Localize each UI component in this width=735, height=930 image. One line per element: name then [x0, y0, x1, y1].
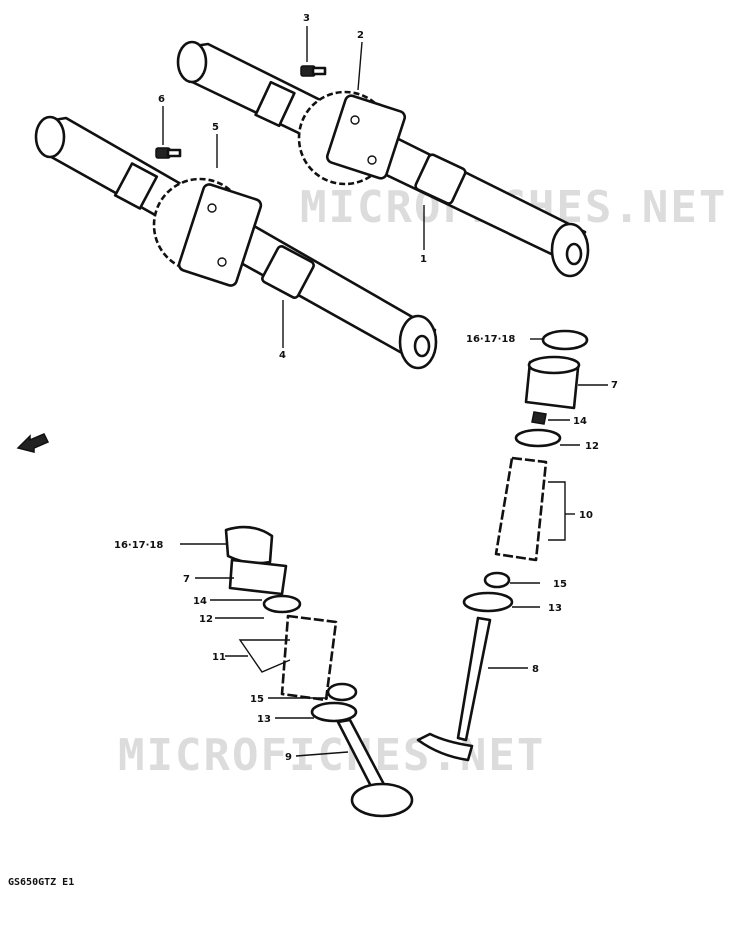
cam-sprocket-lower	[152, 177, 263, 287]
valve-assembly-right	[416, 329, 589, 762]
callout-8: 8	[532, 664, 539, 675]
callout-5: 5	[212, 122, 219, 133]
retainer-right	[514, 428, 562, 448]
callout-2: 2	[357, 30, 364, 41]
callout-7-right: 7	[611, 380, 618, 391]
callout-16-17-18-left: 16·17·18	[114, 540, 163, 551]
seal-right	[483, 571, 511, 589]
retainer-left	[262, 594, 302, 614]
cam-sprocket-upper	[297, 90, 407, 186]
callout-14-right: 14	[573, 416, 587, 427]
shim-left	[224, 525, 274, 565]
seal-left	[326, 682, 358, 702]
callout-9: 9	[285, 752, 292, 763]
valve-head-exhaust	[416, 732, 474, 762]
model-code: GS650GTZ E1	[8, 877, 74, 888]
spring-seat-right	[462, 591, 514, 613]
callout-3: 3	[303, 13, 310, 24]
callout-15-left: 15	[250, 694, 264, 705]
callout-4: 4	[279, 350, 286, 361]
valve-assembly-left	[224, 525, 414, 818]
tappet-left	[228, 558, 288, 596]
bolt-lower	[155, 147, 182, 159]
spring-seat-left	[310, 701, 358, 723]
callout-1: 1	[420, 254, 427, 265]
springs-right	[494, 456, 548, 562]
front-arrow-icon	[16, 433, 50, 453]
valve-stem-exhaust	[456, 616, 492, 742]
bolt-upper	[300, 65, 327, 77]
callout-16-17-18-right: 16·17·18	[466, 334, 515, 345]
callout-13-right: 13	[548, 603, 562, 614]
springs-left	[280, 614, 338, 702]
callout-14-left: 14	[193, 596, 207, 607]
callout-12-right: 12	[585, 441, 599, 452]
callout-15-right: 15	[553, 579, 567, 590]
callout-12-left: 12	[199, 614, 213, 625]
callout-7-left: 7	[183, 574, 190, 585]
valve-head-intake	[350, 782, 414, 818]
callout-13-left: 13	[257, 714, 271, 725]
shim-right	[541, 329, 589, 351]
watermark-bottom: MICROFICHES.NET	[118, 730, 545, 781]
cotter-right	[531, 411, 547, 425]
callout-6: 6	[158, 94, 165, 105]
callout-10: 10	[579, 510, 593, 521]
callout-11: 11	[212, 652, 226, 663]
